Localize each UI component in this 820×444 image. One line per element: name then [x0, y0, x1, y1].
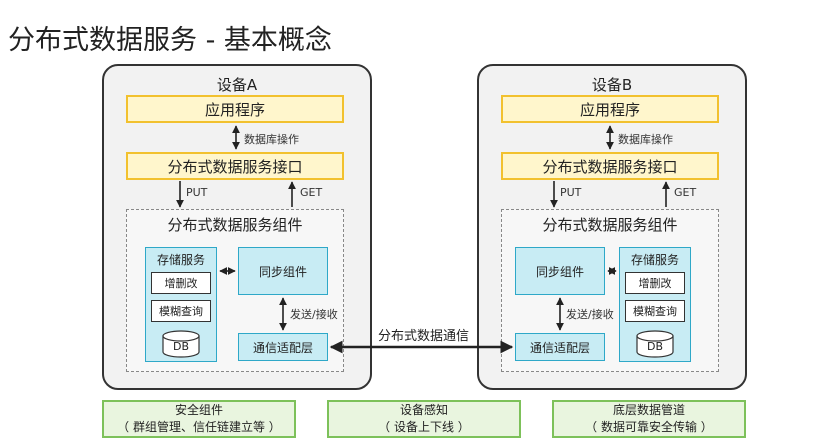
device-a-get-label: GET — [300, 186, 323, 199]
data-pipeline-box: 底层数据管道 （ 数据可靠安全传输 ） — [552, 400, 746, 438]
device-a-storage-title: 存储服务 — [156, 253, 205, 267]
device-a-interface-box: 分布式数据服务接口 — [126, 152, 344, 180]
device-b-db-icon — [636, 330, 674, 358]
device-a-label: 设备A — [216, 76, 258, 94]
device-awareness-desc: （ 设备上下线 ） — [378, 420, 470, 434]
device-b-component-title: 分布式数据服务组件 — [542, 216, 678, 234]
device-a-db-op-label: 数据库操作 — [244, 133, 299, 146]
device-b-db-label: DB — [647, 340, 663, 353]
device-b-sync-box: 同步组件 — [515, 247, 605, 295]
security-component-title: 安全组件 — [174, 403, 223, 417]
device-a-sync-box: 同步组件 — [238, 247, 328, 295]
device-b-db-op-label: 数据库操作 — [618, 133, 673, 146]
distributed-link-label: 分布式数据通信 — [378, 329, 470, 344]
device-b-fuzzy-query-box: 模糊查询 — [625, 300, 685, 322]
device-a-crud-box: 增删改 — [151, 272, 211, 294]
device-a-comm-box: 通信适配层 — [238, 333, 328, 361]
device-b-put-label: PUT — [560, 186, 582, 199]
device-b-send-recv-label: 发送/接收 — [566, 308, 614, 321]
device-a-put-label: PUT — [186, 186, 208, 199]
device-b-get-label: GET — [674, 186, 697, 199]
device-a-component-title: 分布式数据服务组件 — [167, 216, 303, 234]
page-title: 分布式数据服务 - 基本概念 — [8, 25, 332, 56]
device-a-fuzzy-query-box: 模糊查询 — [151, 300, 211, 322]
device-b-label: 设备B — [591, 76, 633, 94]
device-b-interface-box: 分布式数据服务接口 — [501, 152, 719, 180]
security-component-box: 安全组件 （ 群组管理、信任链建立等 ） — [102, 400, 296, 438]
device-b-app-box: 应用程序 — [501, 95, 719, 123]
device-a-db-label: DB — [173, 340, 189, 353]
device-a-db-icon — [162, 330, 200, 358]
device-awareness-title: 设备感知 — [399, 403, 448, 417]
device-awareness-box: 设备感知 （ 设备上下线 ） — [327, 400, 521, 438]
device-b-crud-box: 增删改 — [625, 272, 685, 294]
security-component-desc: （ 群组管理、信任链建立等 ） — [117, 420, 281, 434]
device-b-comm-box: 通信适配层 — [515, 333, 605, 361]
data-pipeline-title: 底层数据管道 — [612, 403, 685, 417]
device-a-app-box: 应用程序 — [126, 95, 344, 123]
data-pipeline-desc: （ 数据可靠安全传输 ） — [585, 420, 713, 434]
device-a-send-recv-label: 发送/接收 — [290, 308, 338, 321]
device-b-storage-title: 存储服务 — [630, 253, 679, 267]
